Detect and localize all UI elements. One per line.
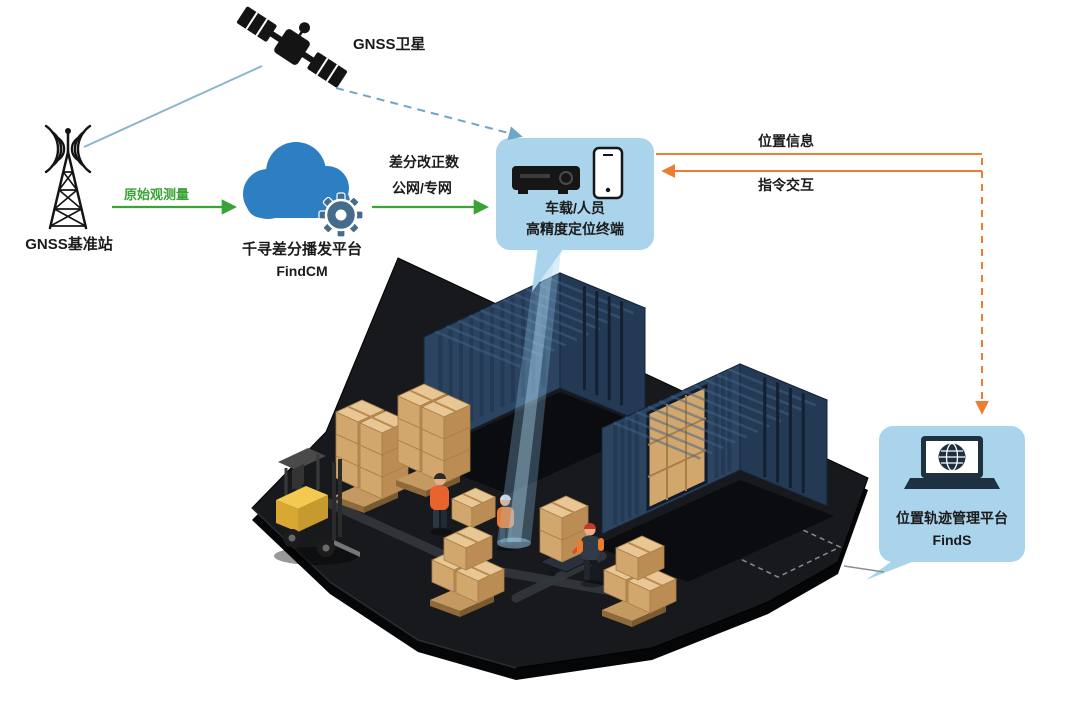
satellite-label: GNSS卫星 — [353, 36, 426, 53]
link-satellite-to-terminal — [335, 87, 523, 140]
management-platform-name: FindS — [932, 532, 972, 548]
correction-label-2: 公网/专网 — [392, 180, 452, 196]
link-base-to-satellite — [83, 65, 263, 148]
cloud-gear-icon — [243, 142, 364, 238]
management-callout-tail — [866, 558, 922, 580]
vehicle-terminal-icon — [512, 166, 580, 194]
management-platform-label: 位置轨迹管理平台 — [896, 510, 1008, 526]
positioning-beam — [497, 250, 561, 549]
laptop-globe-icon — [904, 436, 1000, 489]
container-open-door-cargo — [646, 383, 708, 512]
worker-3 — [577, 523, 604, 588]
satellite-icon — [236, 6, 348, 88]
smartphone-icon — [592, 146, 624, 200]
raw-observation-label: 原始观测量 — [124, 187, 190, 202]
terminal-label-1: 车载/人员 — [545, 200, 605, 216]
terminal-callout-tail — [532, 248, 564, 292]
radio-tower-icon — [44, 124, 92, 230]
cloud-platform-label: 千寻差分播发平台 — [241, 241, 362, 258]
gear-icon — [318, 192, 364, 238]
forklift — [274, 448, 360, 565]
terminal-label-2: 高精度定位终端 — [526, 221, 624, 237]
management-scene-link — [843, 565, 885, 573]
cloud-platform-name: FindCM — [276, 263, 328, 279]
location-info-label: 位置信息 — [758, 133, 814, 149]
command-interaction-label: 指令交互 — [758, 177, 814, 193]
base-station-label: GNSS基准站 — [25, 236, 113, 253]
correction-label-1: 差分改正数 — [389, 154, 459, 170]
worker-1 — [430, 473, 452, 536]
